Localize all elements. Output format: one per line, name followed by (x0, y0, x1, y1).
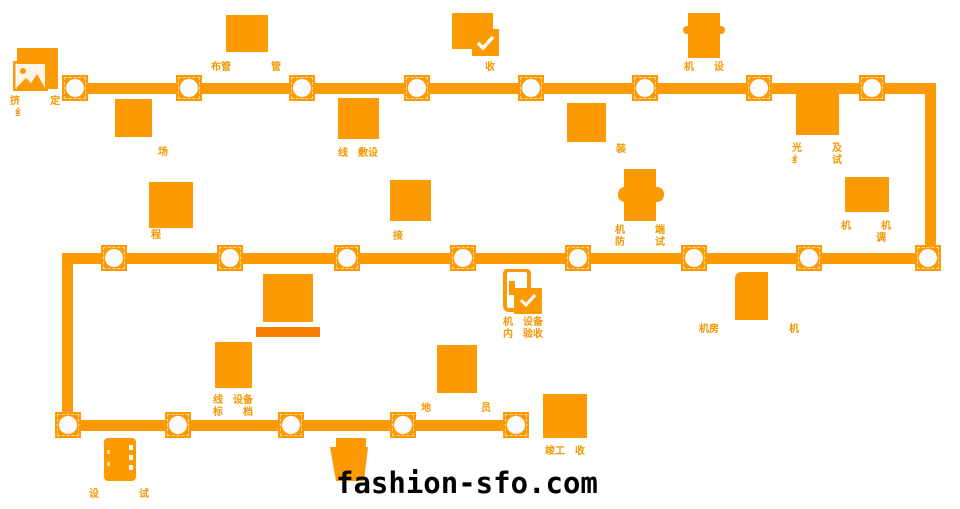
hat-icon (688, 13, 720, 58)
step-block (215, 342, 252, 388)
label-line: 调 (846, 233, 886, 244)
step-label: 机 设 (684, 62, 724, 74)
step-node (278, 412, 304, 438)
phone-icon (735, 272, 768, 320)
step-node (518, 75, 544, 101)
step-node (450, 245, 476, 271)
label-line: 接 (393, 231, 423, 242)
step-label: 机 机 调 (841, 221, 891, 245)
step-label: 收 (455, 62, 495, 74)
step-node (632, 75, 658, 101)
step-bar (256, 327, 320, 337)
label-line: 收 (455, 62, 495, 73)
label-line: 线 设备 (213, 395, 253, 406)
label-line: 机房 机 (699, 324, 799, 335)
step-label: 机房 机 (699, 324, 799, 336)
step-label: 地 员 (421, 403, 491, 415)
step-label: 线 设备标 档 (213, 395, 253, 419)
label-line: 程 (151, 230, 181, 241)
step-node (176, 75, 202, 101)
step-node (289, 75, 315, 101)
step-label: 程 (151, 230, 181, 242)
device-check-icon (503, 269, 542, 314)
step-label: 竣工 收 (545, 446, 585, 458)
step-label: 装 (546, 144, 626, 156)
step-node (746, 75, 772, 101)
step-block (567, 103, 606, 142)
step-block (226, 15, 268, 52)
step-block (149, 182, 193, 228)
step-label: 场 (98, 147, 168, 159)
step-node (404, 75, 430, 101)
step-block (338, 98, 379, 139)
label-line: 设 试 (89, 489, 149, 500)
step-block (543, 394, 587, 438)
label-line: 挤 定 (10, 96, 60, 107)
step-node (390, 412, 416, 438)
label-line: 标 档 (213, 407, 253, 418)
step-block (263, 274, 313, 322)
step-node (859, 75, 885, 101)
step-node (101, 245, 127, 271)
step-block (796, 94, 839, 135)
label-line: 竣工 收 (545, 446, 585, 457)
step-block (115, 99, 152, 137)
label-line: 纟 (15, 108, 55, 119)
label-line: 线 敷设 (338, 148, 378, 159)
step-label: 机 设备内 验收 (503, 317, 543, 341)
check-icon (472, 29, 499, 56)
step-label (325, 489, 375, 501)
step-node (565, 245, 591, 271)
label-line: 装 (546, 144, 626, 155)
step-node (217, 245, 243, 271)
label-line: 防 试 (615, 237, 665, 248)
label-line: 机 机 (841, 221, 891, 232)
step-node (334, 245, 360, 271)
hat-brim (683, 26, 725, 34)
label-line: 场 (98, 147, 168, 158)
step-node (915, 245, 941, 271)
label-line: 内 验收 (503, 329, 543, 340)
flow-line-left (62, 253, 73, 430)
step-block (390, 180, 431, 221)
bucket-icon (330, 438, 368, 481)
picture-icon (13, 61, 48, 91)
flow-line-top (62, 83, 936, 94)
step-label: 机 端防 试 (615, 225, 665, 249)
flow-line-middle (62, 253, 936, 264)
step-node (62, 75, 88, 101)
wings-shape (618, 187, 664, 202)
step-block (437, 345, 477, 393)
step-label: 光 及纟 试 (792, 143, 842, 167)
step-label: 挤 定纟 (10, 96, 60, 120)
step-node (165, 412, 191, 438)
step-node (55, 412, 81, 438)
label-line: 布管 管 (211, 62, 281, 73)
step-label: 布管 管 (211, 62, 281, 74)
step-node (681, 245, 707, 271)
label-line: 纟 试 (792, 155, 842, 166)
watermark: fashion-sfo.com (336, 466, 598, 500)
step-block (845, 177, 889, 212)
step-node (503, 412, 529, 438)
flow-line-right (925, 83, 936, 263)
step-label: 线 敷设 (338, 148, 378, 160)
label-line: 机 设备 (503, 317, 543, 328)
label-line: 机 设 (684, 62, 724, 73)
step-node (796, 245, 822, 271)
label-line (325, 489, 375, 501)
step-label: 设 试 (89, 489, 149, 501)
label-line: 地 员 (421, 403, 491, 414)
label-line: 光 及 (792, 143, 842, 154)
label-line: 机 端 (615, 225, 665, 236)
film-icon (104, 438, 136, 481)
step-label: 接 (393, 231, 423, 243)
